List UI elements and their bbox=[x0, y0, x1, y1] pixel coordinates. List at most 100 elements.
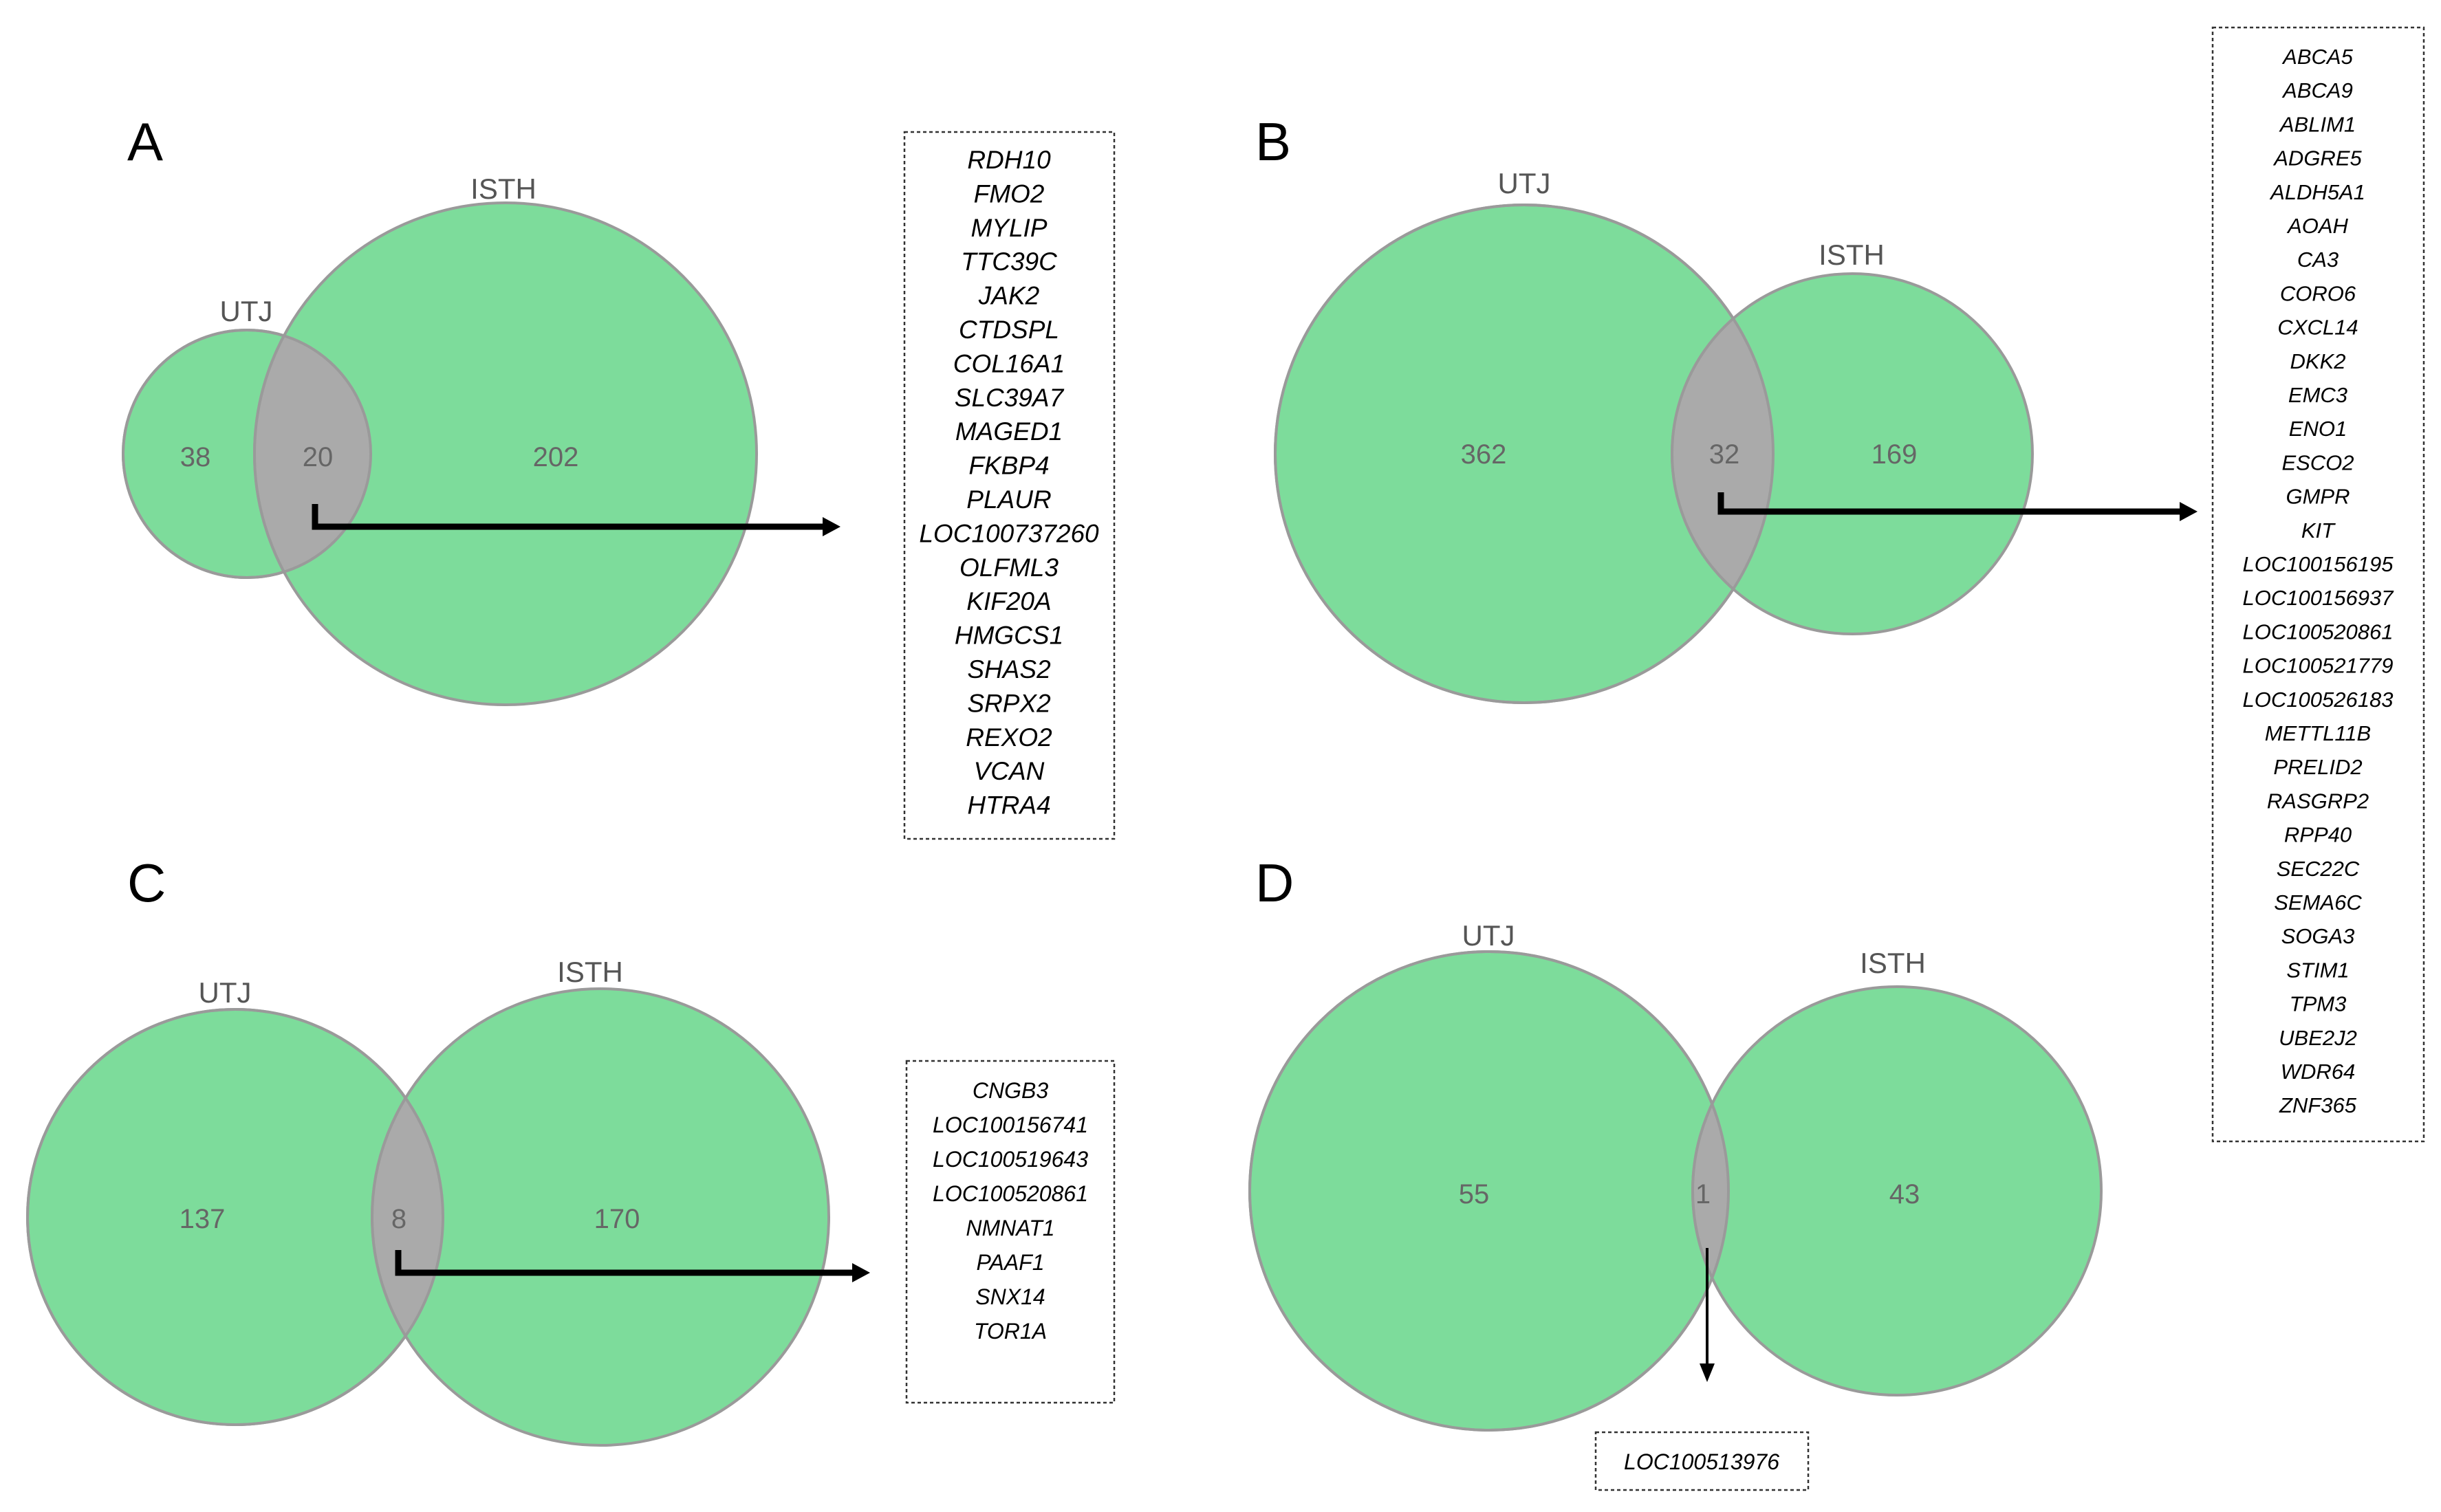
panel-d-letter: D bbox=[1255, 853, 1294, 913]
gene-label: MAGED1 bbox=[955, 417, 1063, 446]
gene-label: LOC100519643 bbox=[933, 1147, 1088, 1172]
gene-label: RPP40 bbox=[2284, 823, 2352, 847]
gene-label: CTDSPL bbox=[959, 316, 1059, 344]
gene-label: METTL11B bbox=[2265, 721, 2371, 745]
gene-label: ADGRE5 bbox=[2272, 146, 2362, 171]
gene-label: AOAH bbox=[2286, 214, 2348, 238]
gene-label: SNX14 bbox=[975, 1284, 1045, 1309]
gene-label: FKBP4 bbox=[968, 452, 1049, 480]
gene-label: ENO1 bbox=[2289, 417, 2347, 441]
gene-label: LOC100513976 bbox=[1624, 1449, 1779, 1474]
panel-d-arrowhead bbox=[1700, 1363, 1715, 1382]
panel-c-utj-only-count: 137 bbox=[180, 1204, 226, 1234]
gene-label: EMC3 bbox=[2288, 383, 2347, 407]
panel-b-gene-box bbox=[2211, 26, 2425, 1143]
gene-label: KIF20A bbox=[966, 587, 1051, 615]
panel-d-isth-label: ISTH bbox=[1860, 947, 1926, 979]
panel-b-utj-only-count: 362 bbox=[1461, 439, 1507, 470]
panel-d-gene-box bbox=[1594, 1431, 1810, 1491]
panel-b-arrowhead bbox=[2180, 502, 2198, 521]
gene-label: PAAF1 bbox=[977, 1250, 1045, 1275]
panel-d-utj-only-count: 55 bbox=[1459, 1179, 1490, 1209]
gene-label: NMNAT1 bbox=[966, 1216, 1054, 1240]
gene-label: RASGRP2 bbox=[2267, 789, 2369, 813]
gene-label: CNGB3 bbox=[973, 1078, 1048, 1103]
panel-c-arrowhead bbox=[852, 1263, 870, 1282]
panel-a-letter: A bbox=[127, 111, 163, 172]
panel-a-isth-only-count: 202 bbox=[533, 442, 579, 472]
gene-label: RDH10 bbox=[967, 146, 1051, 174]
panel-d-overlap-count: 1 bbox=[1695, 1179, 1711, 1209]
gene-label: SOGA3 bbox=[2281, 924, 2355, 948]
gene-label: ESCO2 bbox=[2281, 450, 2354, 474]
gene-label: COL16A1 bbox=[953, 349, 1065, 377]
panel-a-utj-only-count: 38 bbox=[180, 442, 211, 472]
gene-label: HTRA4 bbox=[967, 791, 1050, 820]
panel-a-arrow bbox=[312, 504, 827, 530]
gene-label: FMO2 bbox=[974, 179, 1045, 208]
panel-a-overlap-count: 20 bbox=[303, 442, 334, 472]
panel-c-overlap bbox=[371, 1009, 443, 1425]
gene-label: SEMA6C bbox=[2274, 890, 2362, 914]
panel-d-utj-label: UTJ bbox=[1462, 919, 1515, 952]
panel-d-overlap bbox=[1691, 985, 1728, 1396]
panel-a-gene-box bbox=[903, 131, 1116, 840]
gene-label: CXCL14 bbox=[2277, 316, 2358, 340]
gene-label: GMPR bbox=[2286, 485, 2350, 509]
gene-label: TPM3 bbox=[2290, 992, 2347, 1016]
panel-b-letter: B bbox=[1255, 111, 1291, 172]
gene-label: CA3 bbox=[2297, 248, 2339, 272]
gene-label: LOC100520861 bbox=[2243, 620, 2394, 644]
gene-label: STIM1 bbox=[2286, 958, 2349, 982]
panel-d-gene-list: LOC100513976 bbox=[1624, 1449, 1779, 1474]
panel-c-letter: C bbox=[127, 853, 166, 913]
panel-c-arrow bbox=[395, 1250, 856, 1276]
panel-b-overlap-count: 32 bbox=[1709, 439, 1740, 470]
gene-label: KIT bbox=[2301, 518, 2336, 543]
gene-label: CORO6 bbox=[2280, 281, 2356, 305]
panel-d: D UTJ ISTH 55 1 43 LOC100513976 bbox=[1248, 853, 2103, 1491]
gene-label: ABCA5 bbox=[2281, 45, 2353, 69]
gene-label: ABCA9 bbox=[2281, 78, 2353, 102]
gene-label: HMGCS1 bbox=[955, 622, 1063, 650]
panel-b-arrow bbox=[1717, 492, 2184, 515]
gene-label: LOC100737260 bbox=[919, 519, 1099, 547]
gene-label: ALDH5A1 bbox=[2269, 180, 2365, 204]
panel-a-arrowhead bbox=[823, 517, 840, 536]
gene-label: REXO2 bbox=[966, 723, 1052, 752]
panel-c-overlap-count: 8 bbox=[391, 1204, 406, 1234]
panel-c-gene-list: CNGB3LOC100156741LOC100519643LOC10052086… bbox=[933, 1078, 1088, 1344]
panel-b-utj-label: UTJ bbox=[1498, 167, 1551, 199]
gene-label: SHAS2 bbox=[967, 655, 1051, 683]
panel-a-overlap bbox=[253, 330, 371, 578]
gene-label: PLAUR bbox=[966, 485, 1051, 514]
gene-label: DKK2 bbox=[2290, 349, 2346, 373]
gene-label: ABLIM1 bbox=[2279, 112, 2356, 136]
gene-label: TOR1A bbox=[974, 1319, 1047, 1344]
gene-label: LOC100156741 bbox=[933, 1113, 1088, 1137]
gene-label: TTC39C bbox=[961, 248, 1057, 276]
panel-c-isth-label: ISTH bbox=[557, 956, 623, 988]
gene-label: JAK2 bbox=[978, 282, 1040, 310]
gene-label: LOC100526183 bbox=[2243, 688, 2394, 712]
panel-c: C UTJ ISTH 137 8 170 CNGB3LOC100156741LO… bbox=[26, 853, 1116, 1447]
gene-label: OLFML3 bbox=[959, 554, 1059, 582]
panel-c-utj-label: UTJ bbox=[199, 976, 252, 1009]
gene-label: LOC100520861 bbox=[933, 1181, 1088, 1206]
gene-label: SLC39A7 bbox=[955, 384, 1065, 412]
panel-b: B UTJ ISTH 362 32 169 ABCA5ABCA9ABLIM1AD… bbox=[1255, 26, 2425, 1143]
gene-label: ZNF365 bbox=[2279, 1093, 2357, 1117]
panel-d-isth-only-count: 43 bbox=[1889, 1179, 1920, 1209]
gene-label: WDR64 bbox=[2281, 1060, 2356, 1084]
panel-c-gene-box bbox=[905, 1060, 1116, 1404]
panel-a-isth-label: ISTH bbox=[470, 173, 536, 205]
gene-label: LOC100521779 bbox=[2243, 654, 2394, 678]
panel-a-utj-label: UTJ bbox=[220, 295, 273, 327]
panel-b-isth-label: ISTH bbox=[1819, 239, 1885, 271]
gene-label: MYLIP bbox=[970, 214, 1047, 242]
panel-b-isth-only-count: 169 bbox=[1872, 439, 1918, 470]
